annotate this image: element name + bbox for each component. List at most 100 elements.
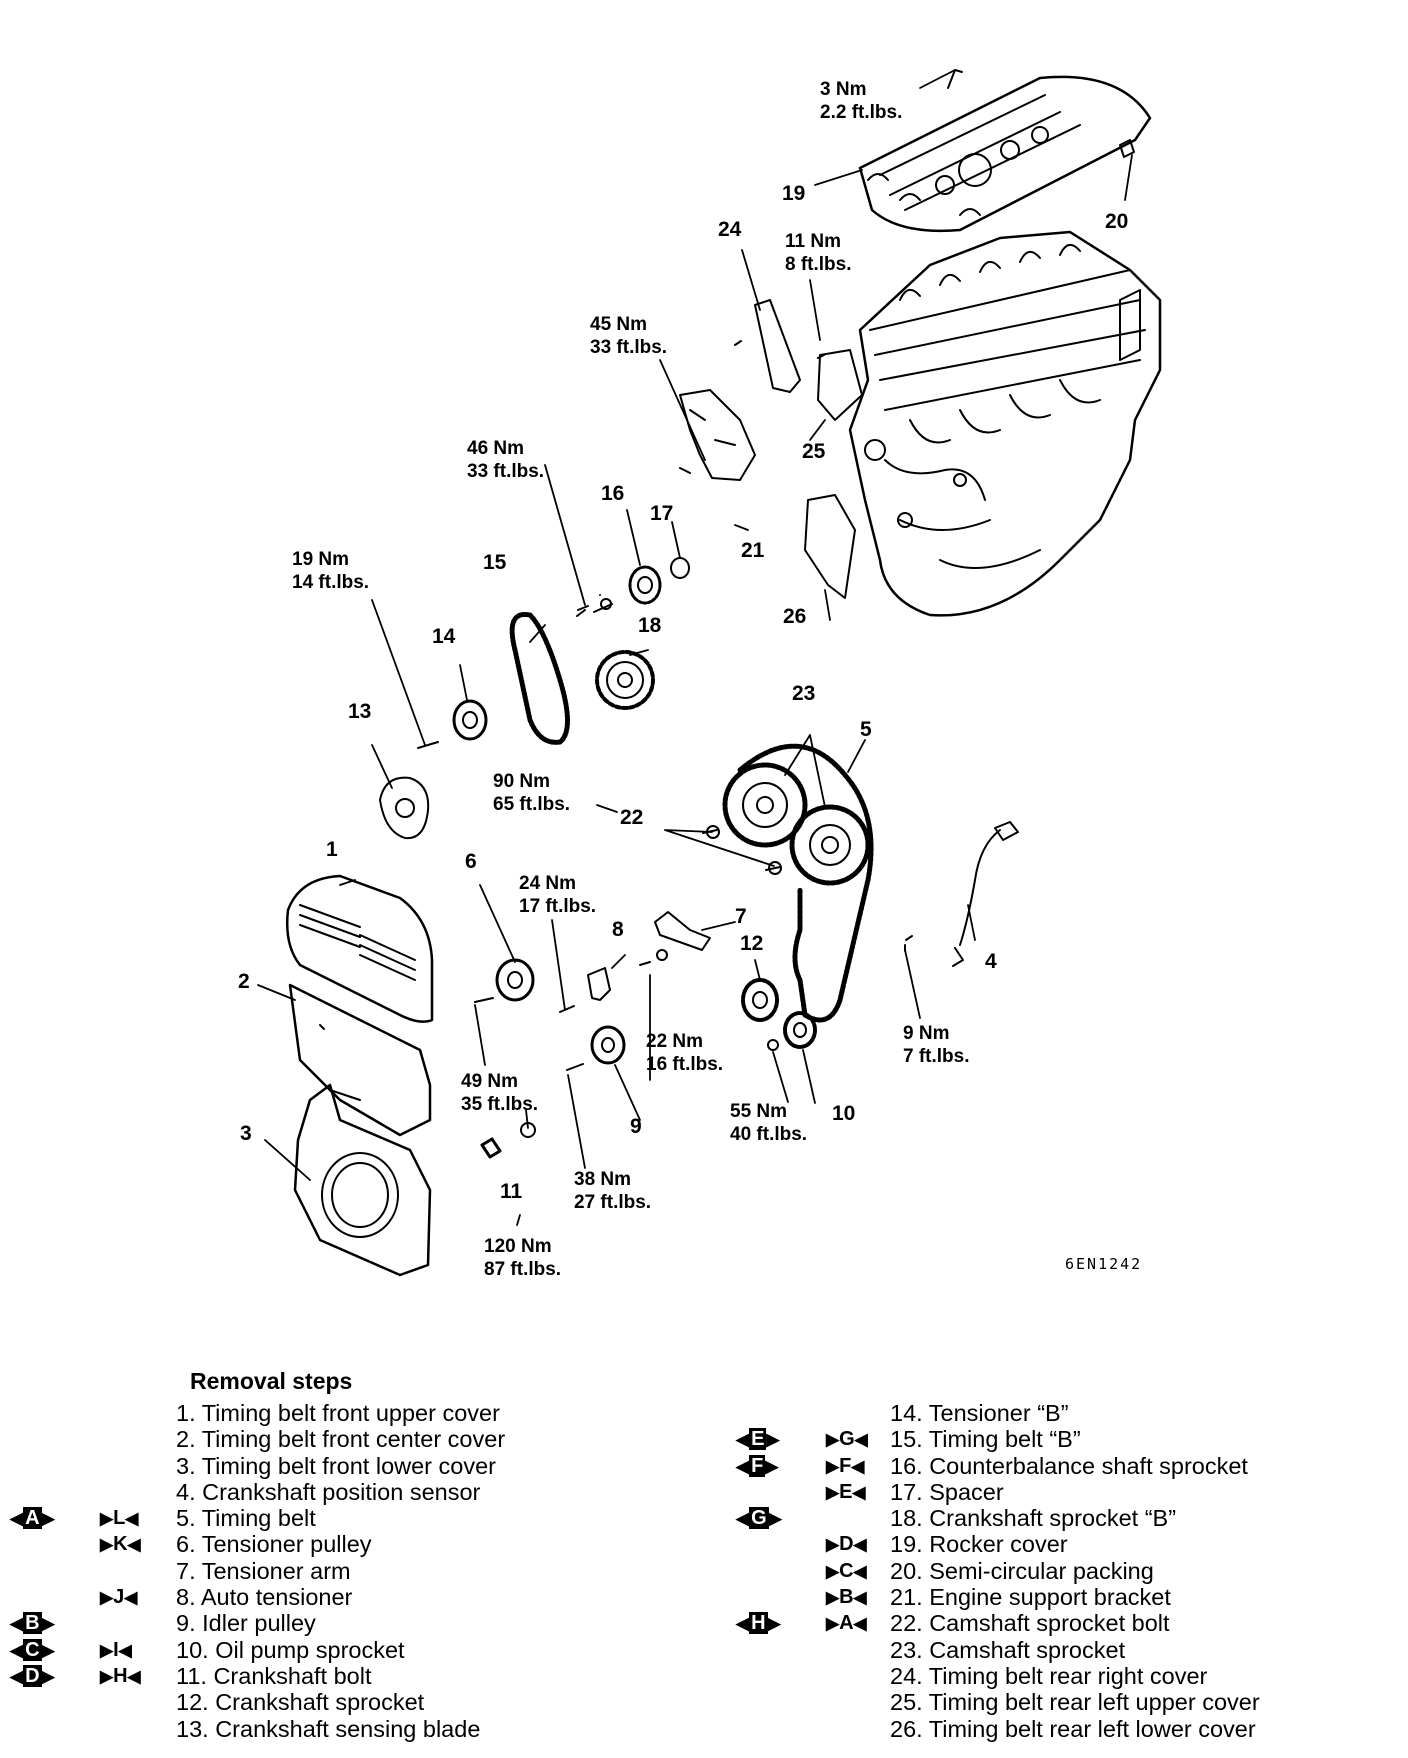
removal-step-text: 6. Tensioner pulley [176, 1531, 372, 1558]
counterbalance-sprocket-drawing [628, 565, 662, 605]
part-label-14: 14 [432, 625, 456, 648]
removal-step-text: 8. Auto tensioner [176, 1584, 353, 1611]
front-upper-cover-drawing [286, 874, 434, 1023]
tensioner-arm-drawing [654, 911, 711, 951]
part-label-22: 22 [620, 806, 644, 829]
removal-mark: ▶E◀ [826, 1480, 866, 1503]
removal-mark: ▶A◀ [826, 1612, 867, 1635]
rear-right-cover-drawing [754, 299, 801, 393]
rear-left-lower-cover-drawing [804, 494, 856, 599]
rear-left-upper-cover-drawing [817, 349, 863, 421]
removal-mark: ▶D◀ [826, 1533, 867, 1556]
part-label-13: 13 [348, 700, 372, 723]
part-label-25: 25 [802, 440, 826, 463]
figure-code: 6EN1242 [1065, 1255, 1143, 1273]
part-label-15: 15 [483, 551, 507, 574]
removal-mark: ▶G◀ [826, 1428, 868, 1451]
part-label-21: 21 [741, 539, 765, 562]
idler-pulley-drawing [590, 1025, 626, 1065]
removal-mark: ▶J◀ [100, 1586, 138, 1609]
part-label-2: 2 [238, 970, 250, 993]
tensioner-b-drawing [452, 699, 488, 741]
removal-step-row: ◀D▶ ▶H◀ 11. Crankshaft bolt [0, 1663, 700, 1689]
removal-mark: ▶F◀ [826, 1454, 865, 1477]
part-label-11: 11 [500, 1180, 523, 1203]
part-label-16: 16 [601, 482, 625, 505]
auto-tensioner-drawing [587, 967, 611, 1001]
part-label-8: 8 [612, 918, 624, 941]
removal-step-row: ◀G▶18. Crankshaft sprocket “B” [700, 1505, 1408, 1531]
installation-mark: ◀A▶ [10, 1507, 55, 1530]
removal-step-text: 19. Rocker cover [890, 1531, 1068, 1558]
part-label-5: 5 [860, 718, 872, 741]
part-label-19: 19 [782, 182, 806, 205]
removal-step-row: 23. Camshaft sprocket [700, 1637, 1408, 1663]
removal-step-row: 26. Timing belt rear left lower cover [700, 1716, 1408, 1742]
removal-step-row: 25. Timing belt rear left upper cover [700, 1689, 1408, 1715]
removal-step-text: 14. Tensioner “B” [890, 1400, 1069, 1426]
installation-mark: ◀B▶ [10, 1612, 55, 1635]
part-label-24: 24 [718, 218, 742, 241]
front-center-cover-drawing [288, 983, 432, 1137]
removal-step-text: 15. Timing belt “B” [890, 1426, 1081, 1453]
removal-step-text: 12. Crankshaft sprocket [176, 1689, 425, 1716]
installation-mark: ◀C▶ [10, 1638, 55, 1661]
removal-mark: ▶K◀ [100, 1533, 141, 1556]
removal-steps-right-column: 14. Tensioner “B”◀E▶▶G◀15. Timing belt “… [700, 1400, 1408, 1742]
removal-step-text: 20. Semi-circular packing [890, 1557, 1154, 1584]
removal-step-row: ▶C◀20. Semi-circular packing [700, 1558, 1408, 1584]
removal-step-text: 11. Crankshaft bolt [176, 1662, 372, 1689]
removal-step-row: ▶K◀ 6. Tensioner pulley [0, 1531, 700, 1557]
front-lower-cover-drawing [293, 1083, 432, 1277]
installation-mark: ◀D▶ [10, 1664, 55, 1687]
crankshaft-position-sensor-drawing [952, 821, 1019, 967]
removal-step-text: 21. Engine support bracket [890, 1584, 1171, 1611]
removal-step-text: 25. Timing belt rear left upper cover [890, 1689, 1260, 1716]
removal-step-text: 24. Timing belt rear right cover [890, 1662, 1208, 1689]
removal-step-row: 13. Crankshaft sensing blade [0, 1716, 700, 1742]
part-label-3: 3 [240, 1122, 252, 1145]
part-label-23: 23 [792, 682, 816, 705]
removal-step-row: ▶E◀17. Spacer [700, 1479, 1408, 1505]
crankshaft-sprocket-b-drawing [595, 650, 655, 710]
timing-belt-drawing [737, 743, 874, 1023]
spacer-drawing [670, 557, 690, 579]
installation-mark: ◀F▶ [736, 1454, 779, 1477]
camshaft-sprockets-drawing [722, 762, 871, 886]
removal-step-text: 5. Timing belt [176, 1505, 316, 1532]
engine-support-bracket-drawing [679, 389, 756, 481]
part-label-26: 26 [783, 605, 807, 628]
removal-step-text: 2. Timing belt front center cover [176, 1426, 506, 1453]
removal-mark: ▶I◀ [100, 1638, 132, 1661]
part-label-4: 4 [985, 950, 997, 973]
removal-step-row: 12. Crankshaft sprocket [0, 1689, 700, 1715]
part-label-7: 7 [735, 905, 747, 928]
removal-mark: ▶H◀ [100, 1664, 141, 1687]
removal-step-row: ▶B◀21. Engine support bracket [700, 1584, 1408, 1610]
removal-step-row: 1. Timing belt front upper cover [0, 1400, 700, 1426]
removal-step-text: 26. Timing belt rear left lower cover [890, 1715, 1256, 1742]
removal-step-text: 23. Camshaft sprocket [890, 1636, 1126, 1663]
part-label-6: 6 [465, 850, 477, 873]
part-label-1: 1 [326, 838, 338, 861]
removal-step-text: 16. Counterbalance shaft sprocket [890, 1452, 1248, 1479]
installation-mark: ◀G▶ [736, 1507, 782, 1530]
removal-step-text: 10. Oil pump sprocket [176, 1636, 405, 1663]
removal-step-row: ▶D◀ 19. Rocker cover [700, 1531, 1408, 1557]
removal-step-text: 9. Idler pulley [176, 1610, 316, 1637]
part-label-9: 9 [630, 1115, 642, 1138]
removal-step-row: 4. Crankshaft position sensor [0, 1479, 700, 1505]
removal-step-text: 4. Crankshaft position sensor [176, 1478, 481, 1505]
part-label-12: 12 [740, 932, 764, 955]
removal-step-row: 2. Timing belt front center cover [0, 1426, 700, 1452]
